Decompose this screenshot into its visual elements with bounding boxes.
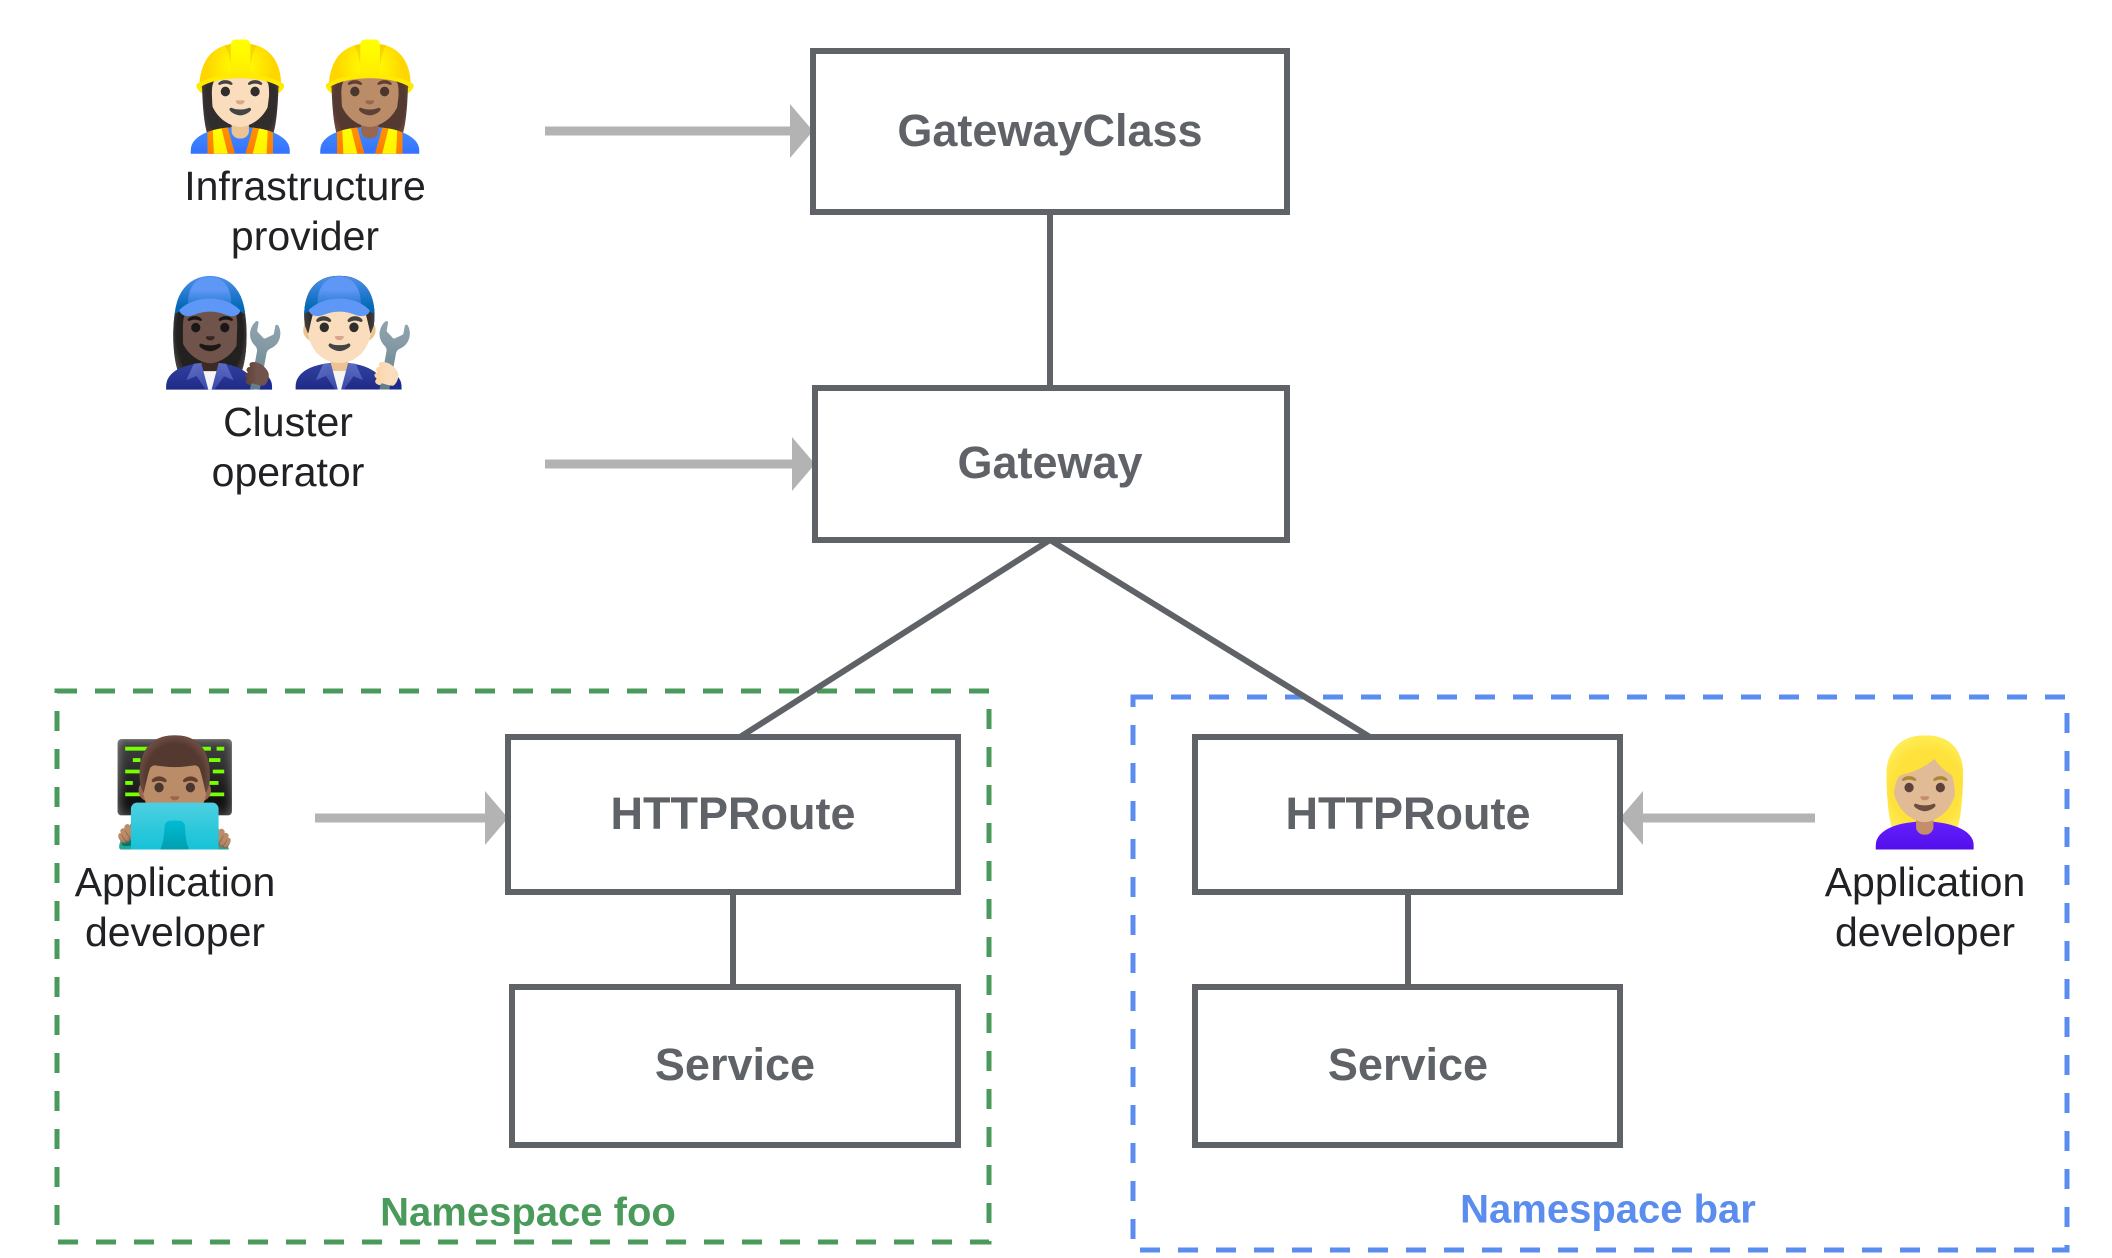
node-gatewayclass-label: GatewayClass xyxy=(897,105,1202,156)
node-httproute-foo-label: HTTPRoute xyxy=(611,788,856,839)
technologist-man-medium-icon: 👨🏽‍💻 xyxy=(110,731,240,853)
actor-application-developer-bar: 👱🏼‍♀️ Application developer xyxy=(1775,731,2075,957)
actor-application-developer-bar-icons: 👱🏼‍♀️ xyxy=(1860,731,1990,853)
actor-infrastructure-provider-icons: 👷🏻‍♀️ 👷🏽‍♀️ xyxy=(175,35,435,157)
node-gateway-label: Gateway xyxy=(957,437,1142,488)
mechanic-man-light-icon: 👨🏻‍🔧 xyxy=(288,271,418,393)
namespace-foo-container xyxy=(54,688,992,1245)
actor-application-developer-bar-caption: Application developer xyxy=(1824,859,2026,956)
node-httproute-foo[interactable]: HTTPRoute xyxy=(505,734,961,895)
node-gateway[interactable]: Gateway xyxy=(812,385,1290,543)
arrow-appdeveloper-to-httproute-foo xyxy=(315,791,508,845)
mechanic-woman-dark-icon: 👩🏿‍🔧 xyxy=(158,271,289,393)
node-service-bar[interactable]: Service xyxy=(1192,984,1623,1148)
blond-woman-light-icon: 👱🏼‍♀️ xyxy=(1860,731,1990,853)
actor-application-developer-foo-icons: 👨🏽‍💻 xyxy=(110,731,240,853)
namespace-foo-label: Namespace foo xyxy=(380,1191,676,1235)
connector-gateway-httproute-bar xyxy=(1048,537,1372,740)
actor-cluster-operator-caption: Cluster operator xyxy=(211,399,365,496)
node-gatewayclass[interactable]: GatewayClass xyxy=(810,48,1290,215)
arrow-clusteroperator-to-gateway xyxy=(545,437,815,491)
actor-cluster-operator: 👩🏿‍🔧 👨🏻‍🔧 Cluster operator xyxy=(118,271,458,497)
arrow-infraprovider-to-gatewayclass xyxy=(545,104,813,158)
actor-cluster-operator-icons: 👩🏿‍🔧 👨🏻‍🔧 xyxy=(158,271,418,393)
node-service-foo-label: Service xyxy=(655,1039,815,1090)
node-httproute-bar-label: HTTPRoute xyxy=(1286,788,1531,839)
node-httproute-bar[interactable]: HTTPRoute xyxy=(1192,734,1623,895)
actor-infrastructure-provider-caption: Infrastructure provider xyxy=(184,163,426,260)
namespace-bar-label: Namespace bar xyxy=(1460,1188,1756,1232)
arrow-appdeveloper-to-httproute-bar xyxy=(1620,791,1815,845)
construction-worker-woman-light-icon: 👷🏻‍♀️ xyxy=(175,35,306,157)
actor-application-developer-foo: 👨🏽‍💻 Application developer xyxy=(25,731,325,957)
node-service-foo[interactable]: Service xyxy=(509,984,961,1148)
node-service-bar-label: Service xyxy=(1328,1039,1488,1090)
actor-infrastructure-provider: 👷🏻‍♀️ 👷🏽‍♀️ Infrastructure provider xyxy=(135,35,475,261)
namespace-bar-container xyxy=(1130,694,2070,1253)
actor-application-developer-foo-caption: Application developer xyxy=(74,859,276,956)
construction-worker-woman-medium-icon: 👷🏽‍♀️ xyxy=(305,35,435,157)
connector-gateway-httproute-foo xyxy=(738,537,1052,740)
